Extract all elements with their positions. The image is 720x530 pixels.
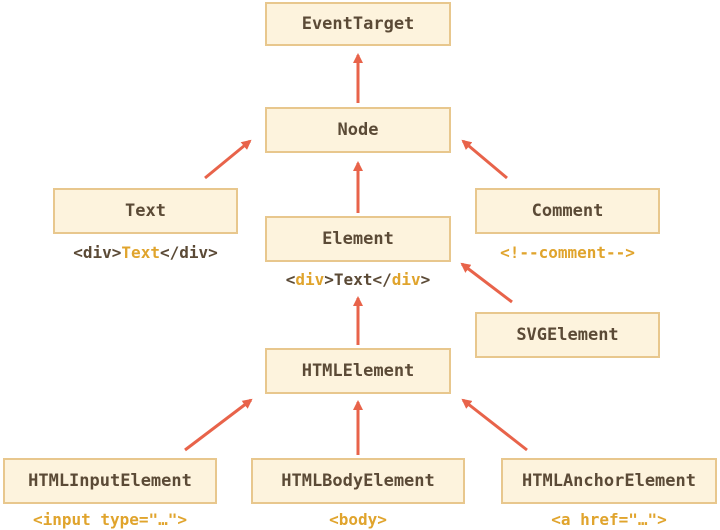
example-element-close-lt: </ — [372, 270, 392, 289]
example-element-tag: div — [295, 270, 325, 289]
example-text-content: Text — [121, 243, 160, 262]
example-element-lt: < — [285, 270, 296, 289]
node-htmlbodyelement: HTMLBodyElement — [251, 458, 465, 504]
example-element-gt: > — [324, 270, 334, 289]
node-htmlanchorelement: HTMLAnchorElement — [501, 458, 717, 504]
node-element: Element — [265, 216, 451, 262]
node-svgelement: SVGElement — [475, 312, 660, 358]
node-node: Node — [265, 107, 451, 153]
example-element: <div>Text</div> — [265, 270, 451, 289]
example-element-content: Text — [333, 270, 373, 289]
node-eventtarget: EventTarget — [265, 2, 451, 46]
arrow-input-to-htmlelement — [184, 398, 253, 452]
node-text: Text — [53, 188, 238, 234]
node-htmlinputelement: HTMLInputElement — [3, 458, 217, 504]
example-text: <div>Text</div> — [53, 243, 238, 262]
arrow-svgelement-to-element — [460, 262, 513, 304]
example-element-close-gt: > — [420, 270, 431, 289]
example-input: <input type="…"> — [32, 510, 188, 529]
example-element-close-tag: div — [391, 270, 421, 289]
arrow-comment-to-node — [461, 139, 508, 180]
node-htmlelement: HTMLElement — [265, 348, 451, 394]
example-body: <body> — [329, 510, 387, 529]
arrow-text-to-node — [204, 139, 252, 180]
arrow-anchor-to-htmlelement — [461, 398, 528, 452]
example-text-close: </div> — [159, 243, 218, 262]
node-comment: Comment — [475, 188, 660, 234]
example-text-open: <div> — [73, 243, 122, 262]
example-anchor: <a href="…"> — [551, 510, 667, 529]
example-comment: <!--comment--> — [500, 243, 635, 262]
